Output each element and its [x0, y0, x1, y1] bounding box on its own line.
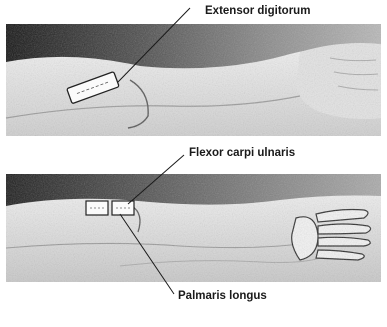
extensor-digitorum-label: Extensor digitorum — [205, 6, 310, 18]
bottom-forearm-photo — [6, 155, 381, 294]
top-forearm-photo — [6, 8, 381, 136]
palmaris-longus-label: Palmaris longus — [178, 291, 267, 303]
flexor-carpi-ulnaris-label: Flexor carpi ulnaris — [189, 148, 295, 160]
